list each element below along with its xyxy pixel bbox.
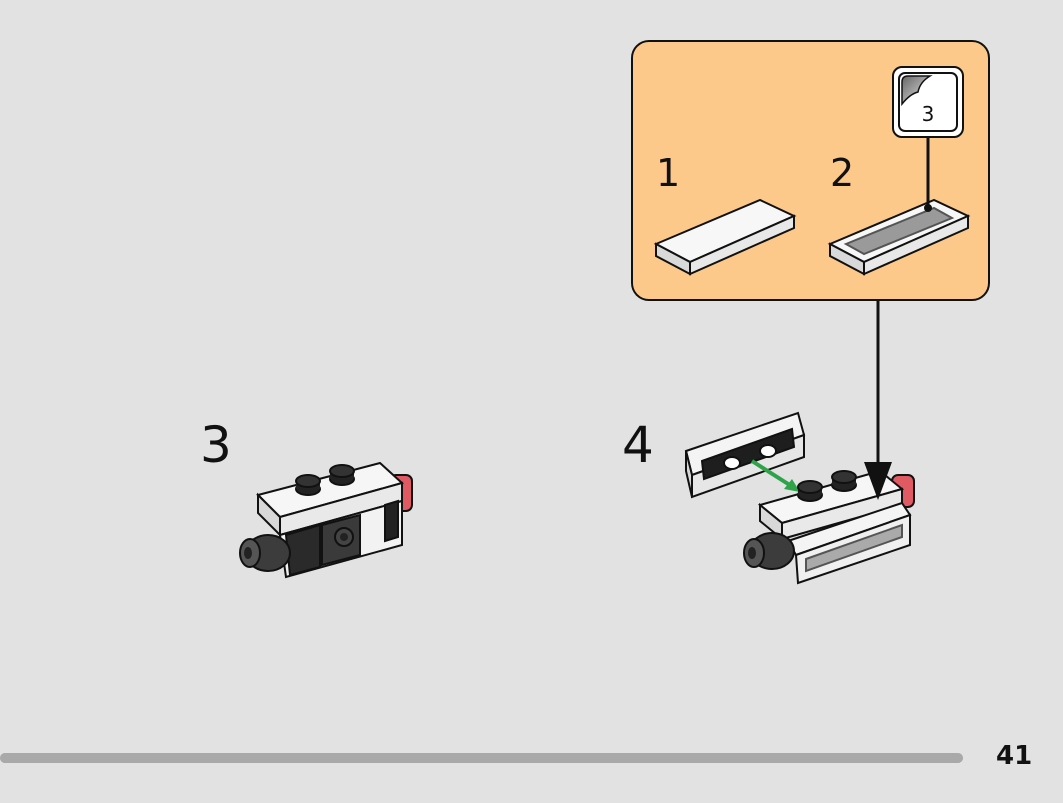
page-number: 41 xyxy=(996,741,1033,771)
sticker-badge: 3 xyxy=(892,66,964,138)
step-number-4: 4 xyxy=(622,416,654,474)
sub-step-number-1: 1 xyxy=(656,151,681,195)
sticker-icon xyxy=(901,75,933,107)
callout-pointer-arrow xyxy=(864,300,892,500)
sticker-pointer-line xyxy=(924,136,932,212)
progress-bar xyxy=(0,753,963,763)
stickered-tile-piece xyxy=(827,198,971,276)
white-tile-piece xyxy=(653,198,797,276)
step-number-3: 3 xyxy=(200,416,232,474)
progress-bar-fill xyxy=(0,753,963,763)
sticker-number: 3 xyxy=(921,102,935,126)
sub-step-number-2: 2 xyxy=(830,151,855,195)
step-4-assembly-illustration xyxy=(684,411,915,585)
step-3-assembly-illustration xyxy=(239,461,413,579)
